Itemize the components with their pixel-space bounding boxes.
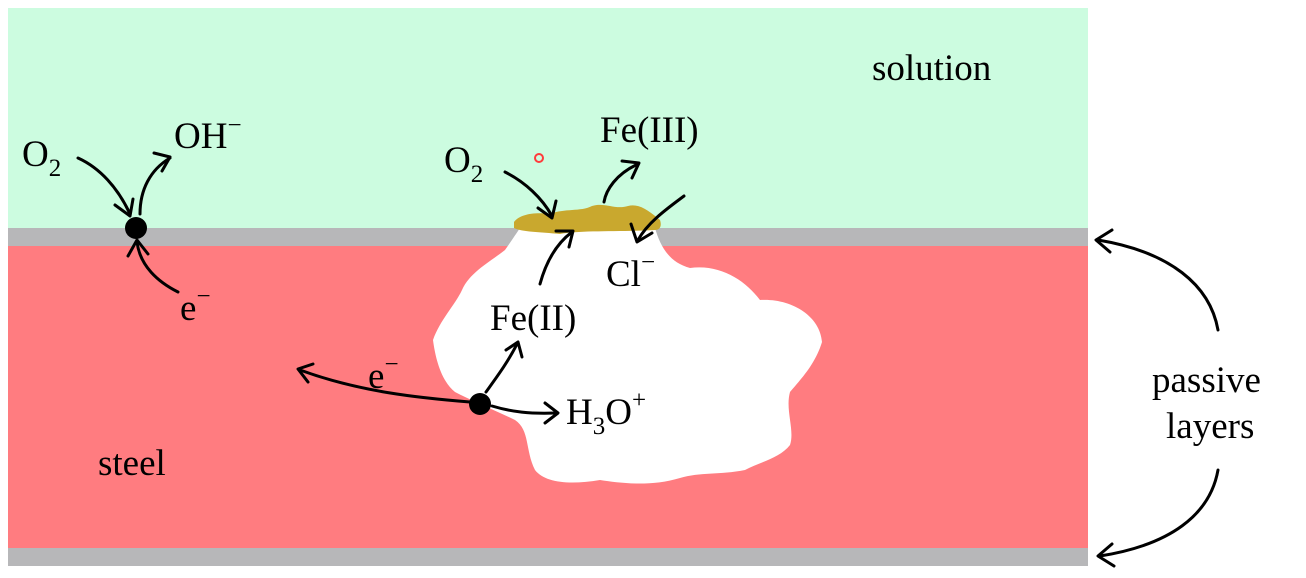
arrowhead-cap-to-fe3 <box>620 159 641 180</box>
e-left-label: e− <box>180 283 211 329</box>
o2-left-label: O2 <box>22 134 61 182</box>
arrow-e-to-site <box>135 240 180 294</box>
h3o-label: H3O+ <box>566 387 646 440</box>
arrow-cap-to-fe3 <box>602 162 640 204</box>
anodic-site-dot <box>469 393 491 415</box>
arrowhead-fe2-to-cap <box>554 229 575 249</box>
callout-line-2: layers <box>1166 406 1254 447</box>
arrowhead-e-to-site <box>126 238 150 258</box>
passive-layer-bottom <box>8 548 1088 566</box>
arrowhead-cl-into-pit <box>629 222 654 244</box>
arrowhead-site-to-h3o <box>543 401 560 425</box>
pit-cavity <box>433 228 822 484</box>
arrow-site-to-fe2 <box>484 342 519 394</box>
oh-label: OH− <box>174 112 242 157</box>
arrowhead-site-to-oh <box>152 151 172 173</box>
arrowhead-electron-flow <box>296 362 315 384</box>
arrow-cl-into-pit <box>636 194 686 242</box>
callout-line-1: passive <box>1152 360 1261 401</box>
arrowhead-callout-top <box>1094 228 1114 254</box>
arrowhead-site-to-fe2 <box>504 340 524 359</box>
cl-label: Cl− <box>606 249 655 295</box>
o2-pit-label: O2 <box>444 140 483 188</box>
arrowhead-o2-to-site <box>113 197 135 218</box>
arrowhead-o2-to-cap <box>536 199 558 220</box>
arrow-o2-to-cap <box>503 170 554 218</box>
fe3-label: Fe(III) <box>600 110 699 151</box>
arrow-callout-top <box>1096 238 1220 332</box>
e-pit-label: e− <box>368 351 399 397</box>
corrosion-product-cap <box>514 204 661 234</box>
arrow-o2-to-site <box>76 156 132 216</box>
solution-label: solution <box>872 48 991 89</box>
steel-label: steel <box>98 443 166 484</box>
arrow-site-to-h3o <box>490 404 558 415</box>
fe2-label: Fe(II) <box>490 298 576 339</box>
arrow-electron-flow <box>298 368 472 404</box>
solution-region <box>8 8 1088 228</box>
arrow-site-to-oh <box>138 156 172 216</box>
arrow-fe2-to-cap <box>538 230 574 286</box>
arrow-callout-bottom <box>1098 468 1220 558</box>
cursor-marker-icon <box>534 153 544 163</box>
cathodic-site-dot <box>125 217 147 239</box>
arrowhead-callout-bottom <box>1096 542 1116 568</box>
